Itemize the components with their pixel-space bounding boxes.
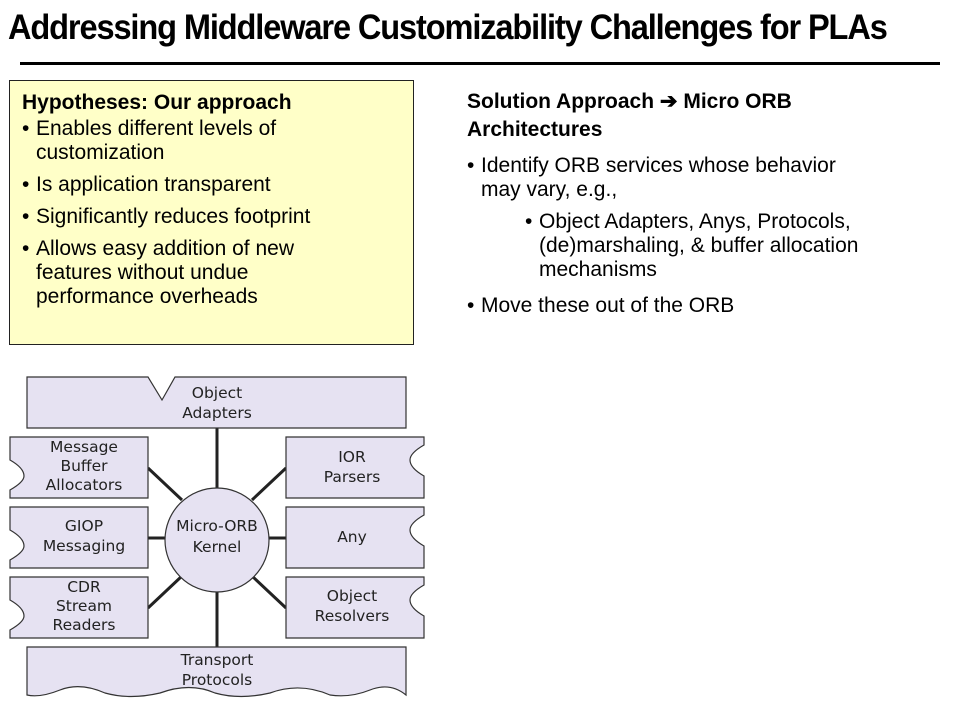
cdr-stream-readers-label: Readers [53, 616, 116, 634]
solution-heading-text: Architectures [467, 118, 603, 141]
kernel-label: Kernel [193, 538, 242, 556]
solution-line: (de)marshaling, & buffer allocation [539, 234, 859, 257]
hypothesis-line: Enables different levels of [36, 117, 277, 140]
object-resolvers-label: Resolvers [315, 607, 390, 625]
solution-heading-text: Micro ORB [683, 90, 792, 113]
solution-item: Move these out of the ORB [467, 294, 955, 318]
message-buffer-allocators-label: Buffer [60, 457, 108, 475]
diagram-labels: Object Adapters Transport Protocols Micr… [43, 384, 390, 689]
solution-line: Object Adapters, Anys, Protocols, [539, 210, 851, 233]
solution-list: Identify ORB services whose behavior may… [467, 154, 955, 318]
hypothesis-item: Enables different levels of customizatio… [22, 117, 403, 165]
connector-line [146, 466, 184, 502]
kernel-label: Micro-ORB [176, 517, 258, 535]
transport-protocols-label: Protocols [182, 671, 253, 689]
object-resolvers-label: Object [327, 587, 377, 605]
cdr-stream-readers-label: Stream [56, 597, 112, 615]
solution-item: Identify ORB services whose behavior may… [467, 154, 955, 282]
hypothesis-line: customization [36, 141, 165, 164]
transport-protocols-label: Transport [180, 651, 254, 669]
object-resolvers-box [285, 576, 425, 639]
giop-messaging-label: GIOP [65, 517, 103, 535]
hypothesis-item: Allows easy addition of new features wit… [22, 237, 403, 309]
solution-line: Move these out of the ORB [481, 294, 735, 317]
solution-sublist: Object Adapters, Anys, Protocols, (de)ma… [525, 210, 955, 282]
connector-lines [146, 428, 288, 647]
hypothesis-line: Is application transparent [36, 173, 271, 196]
any-label: Any [337, 528, 367, 546]
solution-heading: Solution Approach ➔ Micro ORB Architectu… [467, 88, 955, 144]
hypotheses-list: Enables different levels of customizatio… [22, 117, 403, 309]
ior-parsers-box [285, 436, 425, 499]
hypothesis-line: performance overheads [36, 285, 258, 308]
micro-orb-diagram: Object Adapters Transport Protocols Micr… [9, 376, 425, 698]
slide-title: Addressing Middleware Customizability Ch… [8, 8, 888, 47]
object-adapters-label: Object [192, 384, 242, 402]
hypotheses-heading: Hypotheses: Our approach [22, 91, 292, 114]
transport-protocols-box [26, 646, 407, 698]
cdr-stream-readers-label: CDR [67, 578, 101, 596]
object-adapters-label: Adapters [182, 404, 252, 422]
hypothesis-line: Significantly reduces footprint [36, 205, 311, 228]
connector-line [250, 574, 288, 610]
connector-line [250, 466, 288, 502]
micro-orb-kernel-circle [164, 487, 270, 593]
message-buffer-allocators-box [9, 436, 149, 499]
arrow-right-icon: ➔ [659, 90, 678, 113]
connector-line [146, 574, 184, 610]
message-buffer-allocators-label: Message [50, 438, 118, 456]
solution-line: may vary, e.g., [481, 178, 618, 201]
hypothesis-line: Allows easy addition of new [36, 237, 294, 260]
diagram-shapes [9, 376, 425, 698]
hypothesis-item: Significantly reduces footprint [22, 205, 403, 229]
giop-messaging-label: Messaging [43, 537, 125, 555]
message-buffer-allocators-label: Allocators [46, 476, 123, 494]
cdr-stream-readers-box [9, 576, 149, 639]
solution-subitem: Object Adapters, Anys, Protocols, (de)ma… [525, 210, 955, 282]
solution-line: mechanisms [539, 258, 657, 281]
giop-messaging-box [9, 506, 149, 569]
hypotheses-box: Hypotheses: Our approach Enables differe… [9, 80, 414, 345]
ior-parsers-label: IOR [338, 448, 366, 466]
hypothesis-line: features without undue [36, 261, 249, 284]
hypothesis-item: Is application transparent [22, 173, 403, 197]
any-box [285, 506, 425, 569]
solution-line: Identify ORB services whose behavior [481, 154, 836, 177]
solution-heading-text: Solution Approach [467, 90, 655, 113]
ior-parsers-label: Parsers [324, 468, 381, 486]
object-adapters-box [26, 376, 407, 429]
solution-section: Solution Approach ➔ Micro ORB Architectu… [467, 88, 955, 330]
title-divider [20, 62, 940, 65]
